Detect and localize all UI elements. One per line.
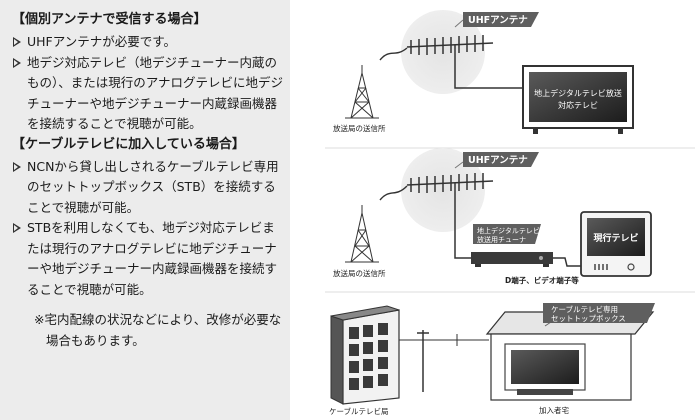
tuner-label-tag bbox=[473, 224, 541, 244]
uhf-antenna-icon bbox=[406, 35, 494, 62]
scene2-antenna-with-tuner: UHFアンテナ 放送局の送信所 地上デジタルテレビ 放送用チューナ D端子、ビデ… bbox=[333, 148, 652, 285]
section1-item-text: UHFアンテナが必要です。 bbox=[27, 34, 176, 49]
antenna-cable bbox=[454, 62, 523, 89]
transmission-tower-icon bbox=[345, 205, 379, 263]
tv-screen-label: 地上デジタルテレビ放送 bbox=[534, 88, 622, 98]
section2-heading: 【ケーブルテレビに加入している場合】 bbox=[12, 136, 245, 152]
section1-item-text: 地デジ対応テレビ（地デジチューナー内蔵のもの）、または現行のアナログテレビに地デ… bbox=[27, 54, 284, 132]
cable-line bbox=[399, 334, 489, 346]
tower-label: 放送局の送信所 bbox=[333, 123, 386, 133]
tuner-box-icon bbox=[471, 252, 553, 267]
scene1-individual-antenna: UHFアンテナ 放送局の送信所 地上デジタルテレビ放送 対応テレビ bbox=[333, 10, 634, 134]
tuner-to-tv-cable bbox=[553, 257, 581, 267]
section2-item-text: NCNから貸し出しされるケーブルテレビ専用のセットトップボックス（STB）を接続… bbox=[27, 158, 279, 215]
uhf-antenna-icon bbox=[406, 173, 494, 200]
scene3-cable-tv: ケーブルテレビ局 ケーブルテレビ専用 セットトップボックス 加入者宅 bbox=[329, 303, 655, 416]
radio-wave bbox=[379, 47, 408, 61]
section1-item: UHFアンテナが必要です。 bbox=[12, 32, 284, 53]
tv-screen-label: 現行テレビ bbox=[593, 232, 638, 244]
stb-label-tag bbox=[543, 303, 655, 323]
cable-tv-station-building-icon bbox=[330, 305, 400, 405]
triangle-bullet-icon bbox=[13, 57, 21, 68]
tuner-label: 地上デジタルテレビ bbox=[477, 226, 540, 235]
tv-screen-label: 対応テレビ bbox=[558, 100, 598, 110]
digital-tv-icon bbox=[522, 65, 634, 134]
antenna-label-tag bbox=[463, 12, 539, 27]
antenna-label-tag bbox=[463, 152, 539, 167]
station-label: ケーブルテレビ局 bbox=[329, 406, 389, 416]
section1-item: 地デジ対応テレビ（地デジチューナー内蔵のもの）、または現行のアナログテレビに地デ… bbox=[12, 53, 284, 135]
tuner-label: 放送用チューナ bbox=[477, 235, 526, 244]
text-panel: 【個別アンテナで受信する場合】 UHFアンテナが必要です。 地デジ対応テレビ（地… bbox=[0, 0, 290, 420]
triangle-bullet-icon bbox=[13, 37, 21, 47]
stb-label: ケーブルテレビ専用 bbox=[551, 304, 618, 314]
section2-item: NCNから貸し出しされるケーブルテレビ専用のセットトップボックス（STB）を接続… bbox=[12, 157, 284, 219]
section1-heading: 【個別アンテナで受信する場合】 bbox=[12, 12, 207, 27]
section2-item: STBを利用しなくても、地デジ対応テレビまたは現行のアナログテレビに地デジチュー… bbox=[12, 218, 284, 300]
transmission-tower-icon bbox=[345, 65, 379, 119]
label-pointer bbox=[454, 161, 464, 169]
antenna-cable bbox=[454, 200, 471, 259]
home-label: 加入者宅 bbox=[539, 405, 569, 415]
stb-label: セットトップボックス bbox=[551, 314, 626, 323]
antenna-label: UHFアンテナ bbox=[468, 155, 528, 166]
subscriber-house-icon bbox=[485, 311, 655, 401]
antenna-label: UHFアンテナ bbox=[468, 15, 528, 26]
radio-wave bbox=[379, 185, 408, 201]
tower-label: 放送局の送信所 bbox=[333, 268, 386, 278]
triangle-bullet-icon bbox=[13, 223, 21, 233]
section2-item-text: STBを利用しなくても、地デジ対応テレビまたは現行のアナログテレビに地デジチュー… bbox=[27, 220, 278, 297]
triangle-bullet-icon bbox=[13, 161, 21, 172]
analog-tv-icon bbox=[580, 211, 652, 277]
diagram: UHFアンテナ 放送局の送信所 地上デジタルテレビ放送 対応テレビ bbox=[325, 10, 695, 416]
terminal-label: D端子、ビデオ端子等 bbox=[505, 275, 579, 285]
note-text: ※宅内配線の状況などにより、改修が必要な場合もあります。 bbox=[34, 312, 282, 348]
utility-pole-icon bbox=[417, 330, 429, 392]
label-pointer bbox=[454, 19, 464, 28]
